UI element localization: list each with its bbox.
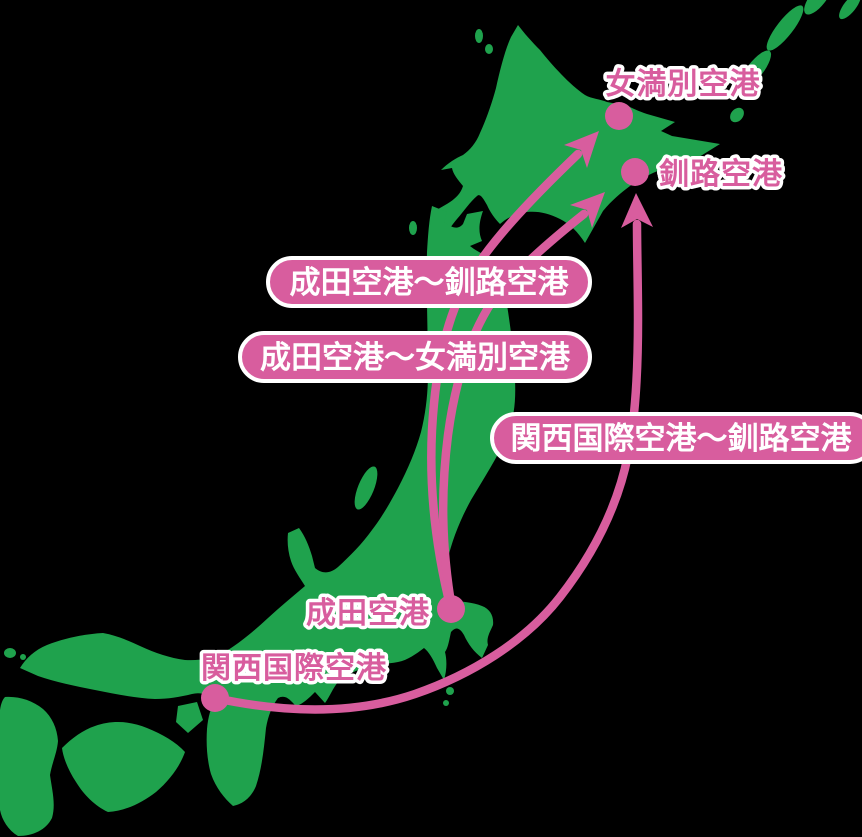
airport-label-narita: 成田空港 [306,596,430,631]
rishiri-island [485,44,493,54]
route-kansai-kushiro-arrowhead [621,193,653,228]
route-label-narita-memanbetsu: 成田空港～女満別空港 [260,340,571,376]
airport-dots [201,102,649,712]
izu-island-2 [443,700,449,706]
rebun-island [475,29,483,43]
airport-dot-memanbetsu [605,102,633,130]
oki-island-1 [4,648,16,658]
route-label-narita-kushiro: 成田空港～釧路空港 [290,265,570,301]
shikoku-landmass [62,722,185,812]
route-label-bg-narita-memanbetsu [238,331,592,383]
kunashiri-island [738,50,772,90]
route-label-bg-kansai-kushiro [490,412,862,464]
route-label-kansai-kushiro: 関西国際空港～釧路空港 [511,421,853,457]
airport-label-memanbetsu: 女満別空港 [606,67,761,102]
kuril-island-small [730,107,744,123]
route-label-bg-narita-kushiro [266,256,592,308]
etorofu-island [766,5,804,51]
route-narita-memanbetsu-arrowhead [564,131,599,168]
awaji-island [176,702,203,733]
kuril-island-edge [839,0,861,20]
sado-island [354,466,378,510]
route-narita-kushiro-arrowhead [570,192,605,228]
airport-label-kushiro: 釧路空港 [659,157,783,192]
airport-dot-kushiro [621,158,649,186]
oki-island-2 [20,654,26,660]
airport-dot-kansai [201,684,229,712]
route-kansai-kushiro-line [210,219,643,714]
honshu-landmass [20,206,516,806]
kuril-island-corner [804,0,832,15]
izu-island-1 [446,687,454,695]
okushiri-island [409,221,417,235]
airport-label-kansai: 関西国際空港 [201,651,387,686]
kyushu-landmass [0,696,58,836]
airport-dot-narita [437,595,465,623]
hokkaido-landmass [432,25,720,247]
route-labels: 成田空港～釧路空港 成田空港～女満別空港 関西国際空港～釧路空港 [238,256,862,464]
airport-labels: 女満別空港 釧路空港 成田空港 関西国際空港 [198,64,786,690]
